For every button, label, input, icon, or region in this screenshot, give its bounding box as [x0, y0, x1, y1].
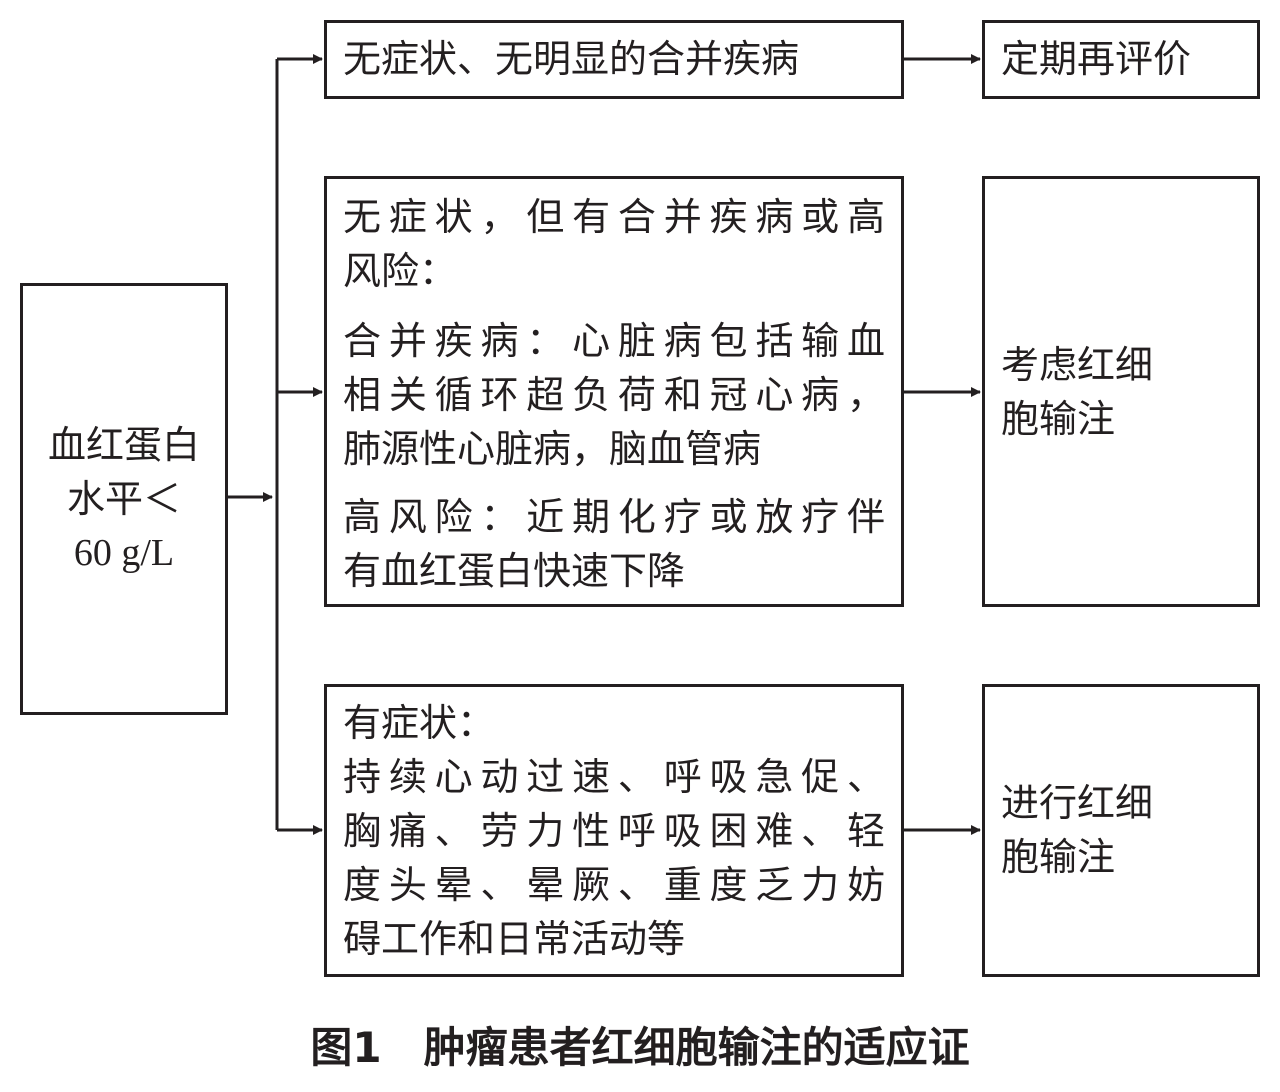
branch-2-condition-line-7: 有血红蛋白快速下降 [343, 549, 686, 593]
branch-3-condition-line-5: 碍工作和日常活动等 [343, 917, 686, 961]
branch-2-condition-line-1: 无症状，但有合并疾病或高 [343, 195, 885, 239]
start-node-line-3: 60 g/L [73, 532, 175, 574]
branch-2-condition-line-6: 高风险：近期化疗或放疗伴 [343, 495, 885, 539]
figure-caption: 图1 肿瘤患者红细胞输注的适应证 [310, 1023, 970, 1072]
branch-2-action-line-1: 考虑红细 [1001, 343, 1154, 387]
branch-3-condition-line-2: 持续心动过速、呼吸急促、 [343, 755, 885, 799]
branch-2-condition-box [324, 176, 904, 607]
branch-2-condition-line-4: 相关循环超负荷和冠心病， [343, 373, 885, 417]
start-node-line-2: 水平＜ [66, 477, 181, 521]
branch-3-condition-line-4: 度头晕、晕厥、重度乏力妨 [343, 863, 885, 907]
branch-1-condition-line-1: 无症状、无明显的合并疾病 [343, 37, 800, 81]
branch-3-action-line-1: 进行红细 [1001, 781, 1154, 825]
branch-2-action-box [982, 176, 1260, 607]
branch-3-condition-box [324, 684, 904, 977]
branch-1-condition-box [324, 20, 904, 99]
branch-3-condition-line-1: 有症状： [343, 701, 496, 745]
start-node [20, 283, 228, 715]
branch-2-condition-line-3: 合并疾病：心脏病包括输血 [343, 319, 885, 363]
branch-2-condition-line-5: 肺源性心脏病，脑血管病 [343, 427, 762, 471]
branch-1-action-box [982, 20, 1260, 99]
branch-2-condition-line-2: 风险： [343, 249, 458, 293]
branch-3-action-box [982, 684, 1260, 977]
branch-1-action-line-1: 定期再评价 [1001, 37, 1192, 81]
branch-3-action-line-2: 胞输注 [1001, 835, 1116, 879]
branch-2-action-line-2: 胞输注 [1001, 397, 1116, 441]
start-node-line-1: 血红蛋白 [47, 423, 200, 467]
branch-3-condition-line-3: 胸痛、劳力性呼吸困难、轻 [343, 809, 885, 853]
